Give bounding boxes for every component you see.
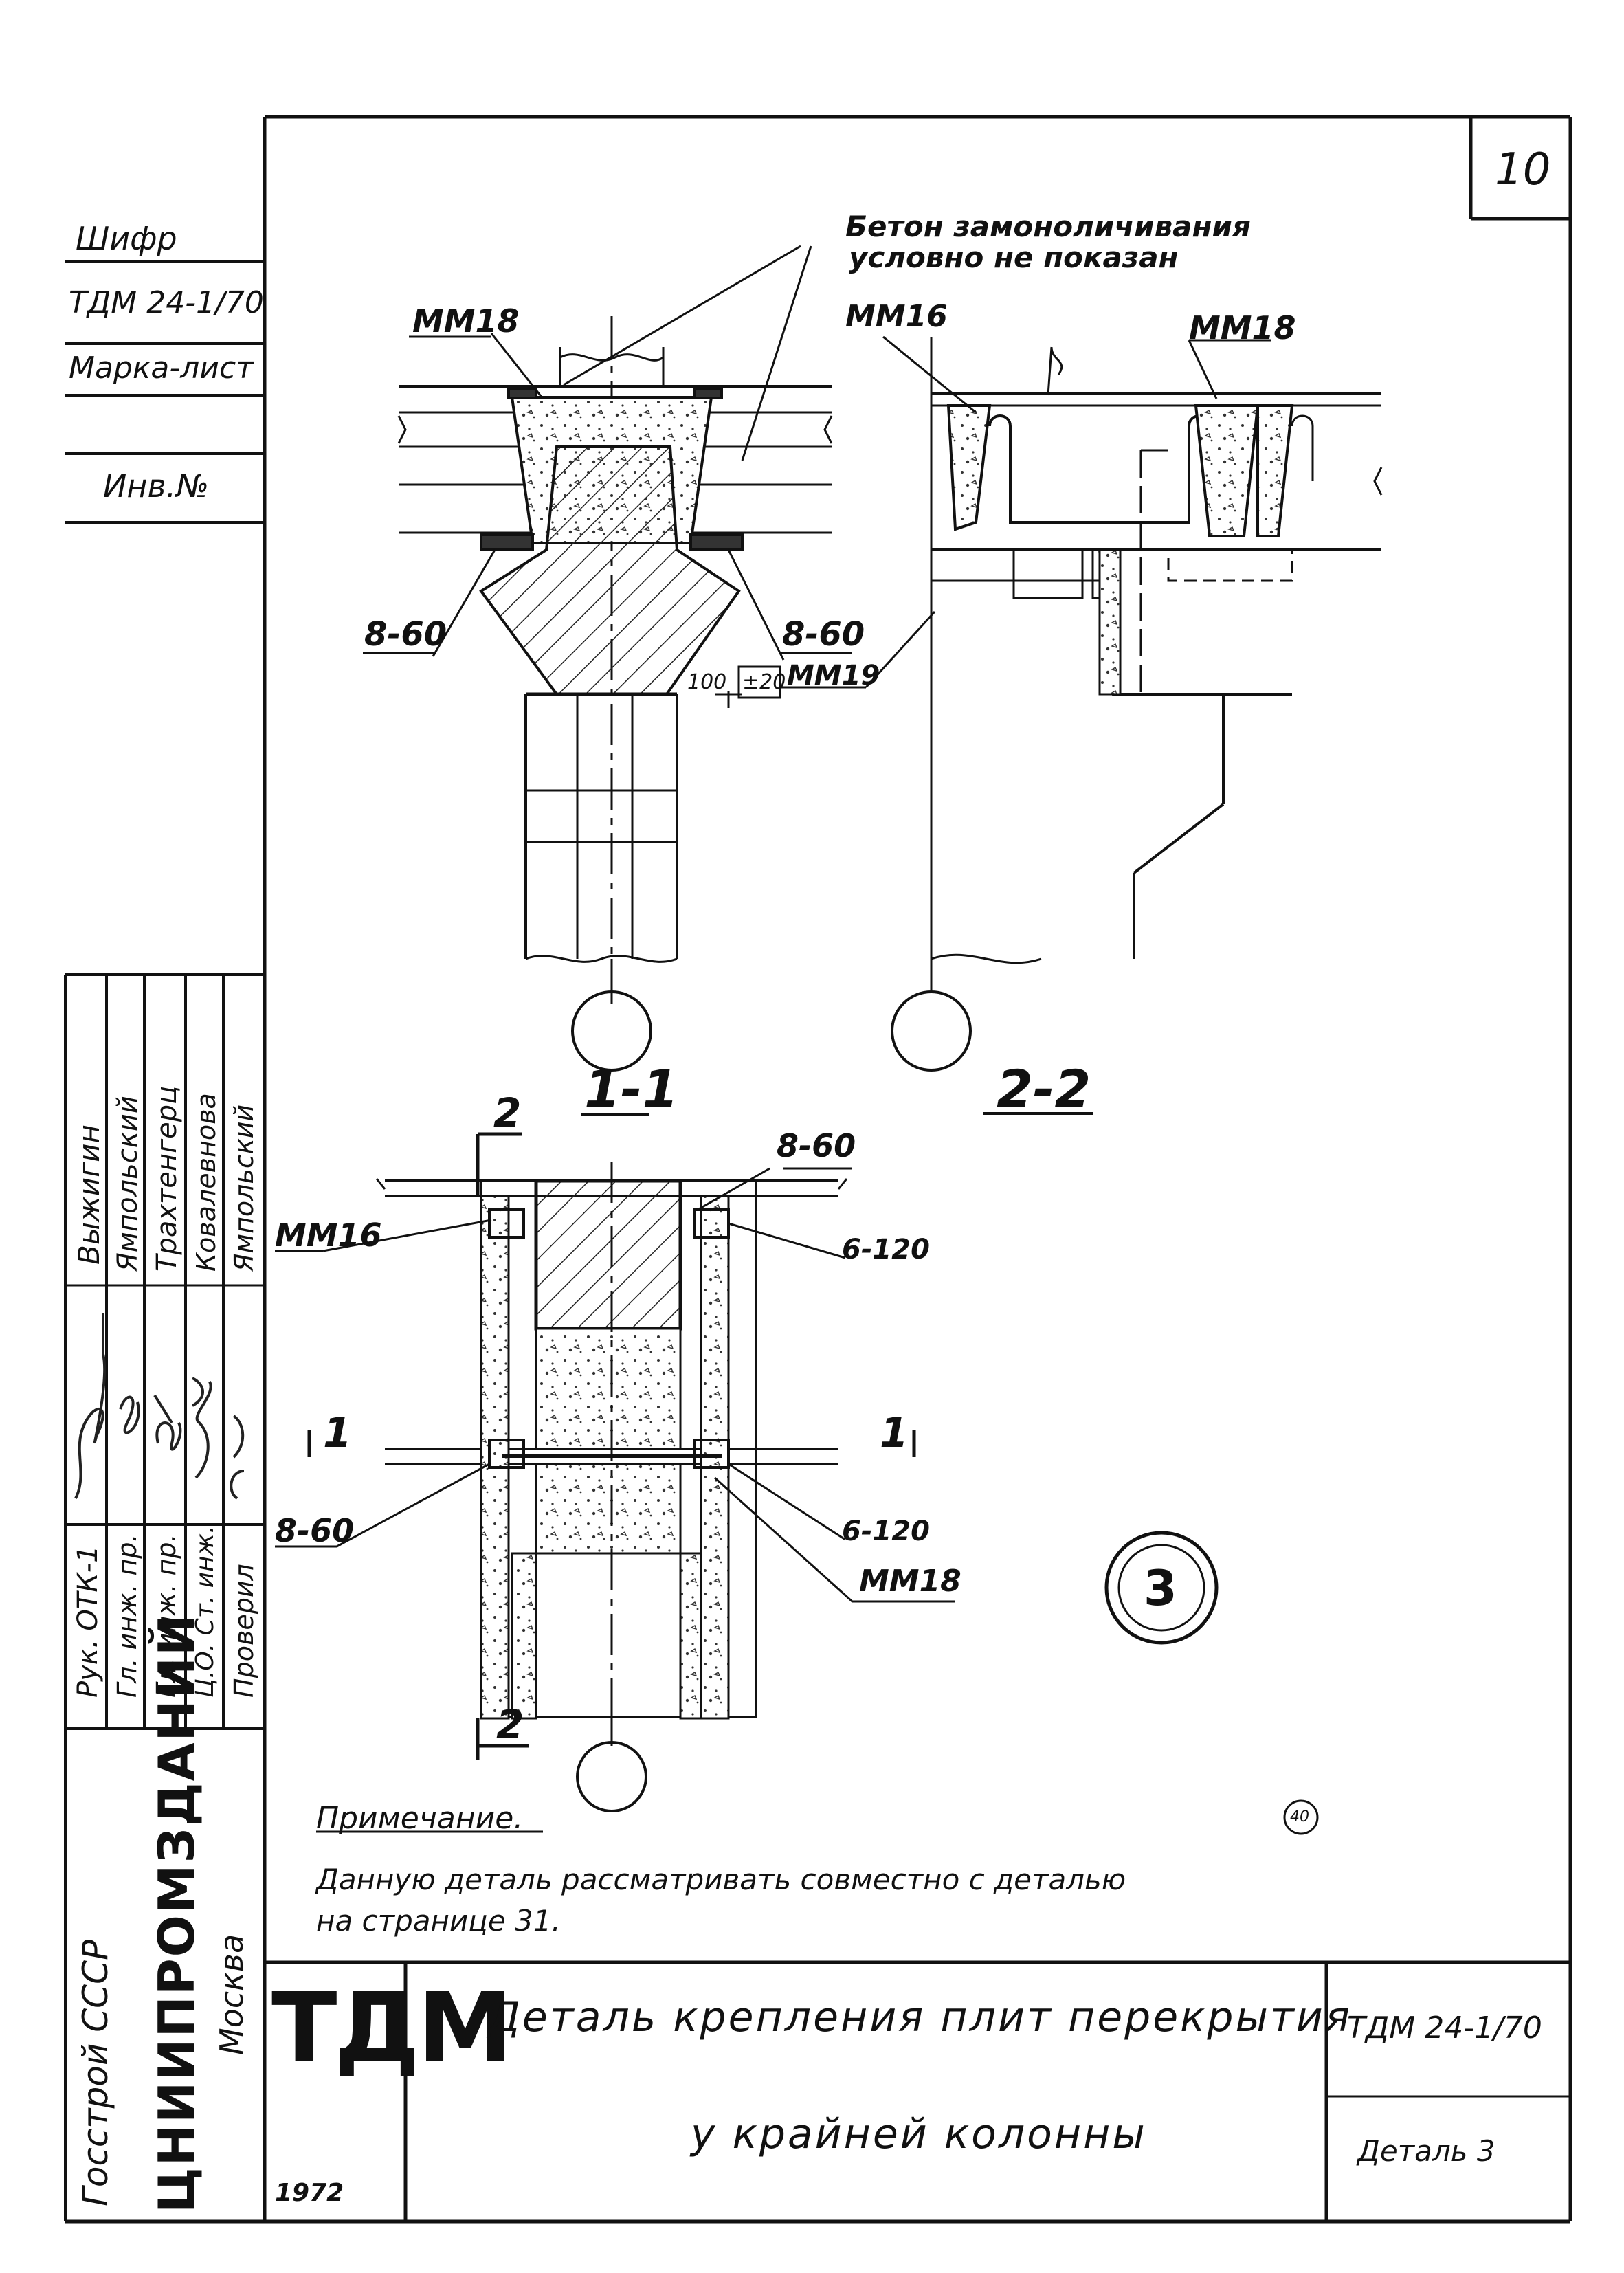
drawing-title-line-2: у крайней колонны	[691, 2110, 1147, 2158]
stamp-name-3: Трахтенгерц	[151, 1085, 183, 1272]
label-8-60-b: 8-60	[782, 615, 865, 654]
label-8-60-a: 8-60	[364, 615, 447, 654]
city-name: Москва	[213, 1933, 250, 2055]
view-2-2	[882, 335, 1383, 1115]
label-mm18-c: ММ18	[859, 1564, 961, 1599]
sheet-number: 10	[1495, 144, 1551, 195]
label-6-120-a: 6-120	[842, 1234, 930, 1265]
label-mm16-b: ММ16	[275, 1217, 382, 1254]
inventory-label: Инв.№	[103, 467, 210, 505]
stamp-name-2: Ямпольский	[112, 1096, 144, 1272]
year: 1972	[275, 2179, 344, 2207]
stamp-role-2: Гл. инж. пр.	[112, 1533, 142, 1698]
org-name: Госстрой СССР	[76, 1939, 115, 2206]
drawing-title-line-1: Деталь крепления плит перекрытия	[488, 1993, 1352, 2041]
label-mm18-a: ММ18	[412, 302, 520, 340]
sheet-frame	[65, 115, 1572, 2224]
note-line-2: на странице 31.	[316, 1904, 561, 1938]
concrete-note-line-2: условно не показан	[849, 241, 1179, 274]
detail-reference: Деталь 3	[1357, 2134, 1495, 2168]
section-label-1-1: 1-1	[584, 1058, 679, 1120]
dim-100: 100	[687, 670, 727, 694]
label-6-120-b: 6-120	[842, 1516, 930, 1547]
stamp-role-5: Проверил	[229, 1564, 259, 1698]
drawing-code: ТДМ 24-1/70	[1347, 2010, 1542, 2045]
label-8-60-c: 8-60	[777, 1127, 856, 1164]
mark-sheet-label: Марка-лист	[69, 351, 254, 386]
plan-view	[275, 1132, 1219, 1812]
dim-20: ±20	[742, 670, 786, 694]
concrete-note-line-1: Бетон замоноличивания	[845, 210, 1251, 243]
cut-mark-1-right: 1	[880, 1409, 909, 1457]
label-mm19: ММ19	[787, 660, 880, 691]
cut-mark-1-left: 1	[323, 1409, 352, 1457]
stamp-name-5: Ямпольский	[229, 1104, 259, 1272]
cut-mark-2-bottom: 2	[496, 1701, 524, 1748]
section-label-2-2: 2-2	[997, 1058, 1091, 1120]
stamp-name-4: Ковалевнова	[191, 1093, 221, 1272]
stamp-name-1: Выжигин	[72, 1124, 106, 1265]
stamp-role-1: Рук. ОТК-1	[72, 1545, 104, 1698]
note-ref-circle	[1283, 1799, 1319, 1835]
cut-mark-2-top: 2	[493, 1089, 522, 1136]
note-ref-number: 40	[1290, 1808, 1309, 1826]
view-1-1	[363, 245, 936, 1116]
cipher-label: Шифр	[76, 220, 177, 257]
signature-scribbles	[74, 1313, 245, 1500]
note-heading: Примечание.	[316, 1801, 524, 1836]
label-mm18-b: ММ18	[1189, 309, 1296, 346]
institute-name: ЦНИИПРОМЗДАНИЙ	[148, 1612, 205, 2213]
note-line-1: Данную деталь рассматривать совместно с …	[316, 1863, 1126, 1896]
logo-tdm: ТДМ	[271, 1973, 513, 2085]
left-strip-lines	[64, 260, 265, 2221]
cipher-value: ТДМ 24-1/70	[69, 285, 264, 320]
label-mm16-a: ММ16	[845, 299, 948, 334]
detail-number-badge: 3	[1144, 1560, 1177, 1617]
label-8-60-d: 8-60	[275, 1512, 355, 1549]
